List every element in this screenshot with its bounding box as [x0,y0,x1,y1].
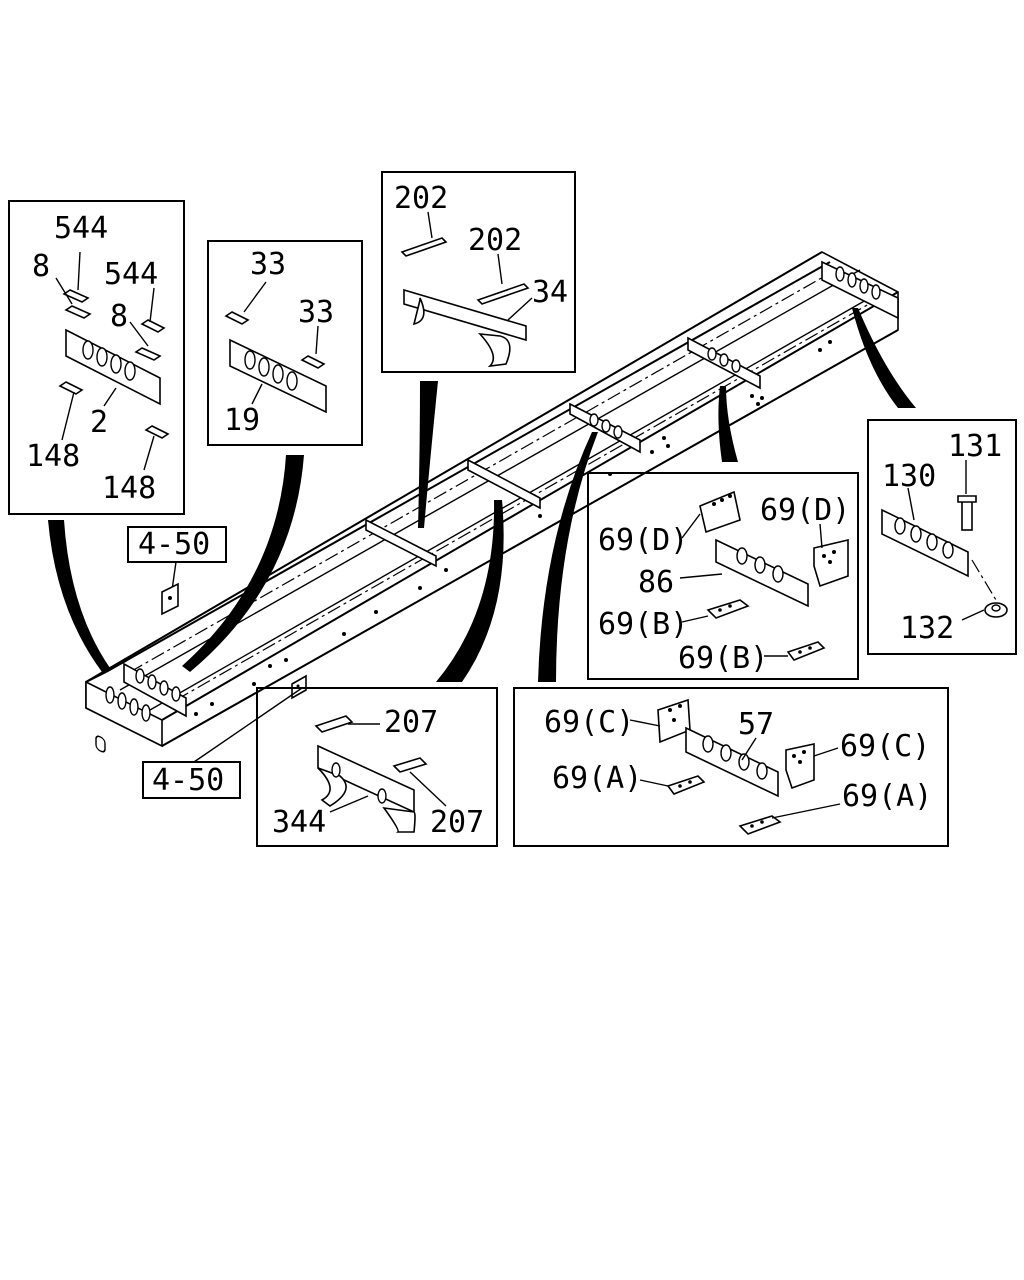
callout-8: 8 [32,249,50,284]
callout-131: 131 [948,429,1002,464]
chassis-frame [85,251,899,753]
reference-box [127,526,227,616]
callout-69b: 69(B) [598,607,688,642]
leader-curves [48,308,916,682]
callout-86: 86 [638,565,674,600]
callout-207: 207 [430,805,484,840]
detail-box-crossmember-57 [513,687,949,847]
callout-33: 33 [298,295,334,330]
callout-130: 130 [882,459,936,494]
reference-label: 4-50 [152,763,224,798]
callout-69d: 69(D) [760,493,850,528]
callout-148: 148 [102,471,156,506]
callout-69a: 69(A) [842,779,932,814]
callout-34: 34 [532,275,568,310]
callout-69a: 69(A) [552,761,642,796]
callout-132: 132 [900,611,954,646]
callout-69c: 69(C) [544,705,634,740]
callout-2: 2 [90,405,108,440]
callout-202: 202 [468,223,522,258]
detail-box-crossmember-19 [207,240,363,446]
detail-box-rear-crossmember [867,419,1017,655]
reference-box [142,687,303,799]
callout-19: 19 [224,403,260,438]
callout-544: 544 [104,257,158,292]
callout-69c: 69(C) [840,729,930,764]
callout-344: 344 [272,805,326,840]
callout-69d: 69(D) [598,523,688,558]
detail-box-crossmember-344 [256,687,498,847]
callout-8: 8 [110,299,128,334]
callout-202: 202 [394,181,448,216]
detail-box-crossmember-86 [587,472,859,680]
callout-544: 544 [54,211,108,246]
detail-box-crossmember-34 [381,171,576,373]
detail-box-front-crossmember [8,200,185,515]
callout-57: 57 [738,707,774,742]
callout-207: 207 [384,705,438,740]
callout-69b: 69(B) [678,641,768,676]
callout-148: 148 [26,439,80,474]
callout-33: 33 [250,247,286,282]
reference-label: 4-50 [138,527,210,562]
